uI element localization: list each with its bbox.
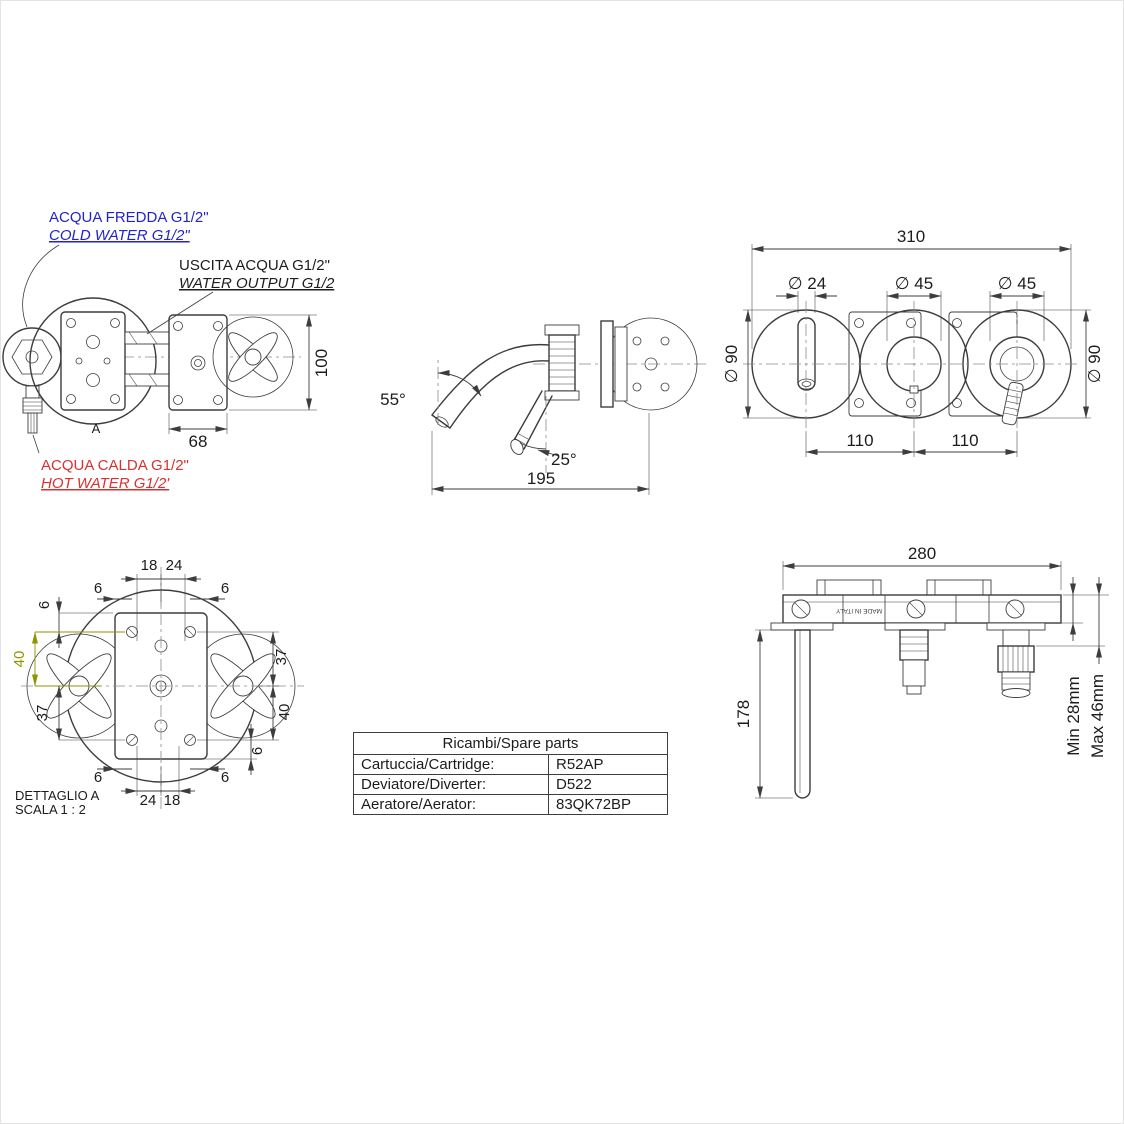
- dim-dia-90-right: ∅ 90: [1085, 345, 1104, 383]
- hose-fitting: [22, 385, 43, 434]
- label-hot-water-it: ACQUA CALDA G1/2": [41, 457, 189, 474]
- dim-40-right: 40: [276, 704, 293, 721]
- dim-100: 100: [312, 349, 331, 377]
- detail-scale: SCALA 1 : 2: [15, 802, 86, 817]
- view-detail-a: 18 24 6 6 6 40 37 37 40: [11, 557, 304, 817]
- spare-part-label: Cartuccia/Cartridge:: [354, 755, 549, 774]
- dim-68: 68: [189, 432, 208, 451]
- dim-angle-25: 25°: [551, 450, 577, 469]
- dim-dia-45-mid: ∅ 45: [895, 274, 933, 293]
- dim-top-18: 18: [141, 557, 158, 574]
- view-rough-in-front: 100 68 ACQUA FREDDA G1/2" COLD WATER G1/…: [2, 209, 335, 492]
- dim-six-top-right: 6: [221, 580, 229, 597]
- dim-280: 280: [908, 544, 936, 563]
- spare-part-value: D522: [556, 776, 592, 793]
- label-water-output-it: USCITA ACQUA G1/2": [179, 257, 330, 274]
- dim-six-left: 6: [36, 601, 53, 609]
- threaded-cartridge: [548, 334, 576, 392]
- table-row: Aeratore/Aerator: 83QK72BP: [354, 795, 667, 814]
- dim-bottom-24: 24: [140, 792, 157, 809]
- label-cold-water-en: COLD WATER G1/2": [49, 227, 190, 244]
- detail-marker-a: A: [92, 421, 101, 436]
- view-trim-front: 310 ∅ 24 ∅ 45 ∅ 45 ∅ 90 ∅ 90 110 110: [722, 227, 1104, 457]
- handle-stem: [1001, 381, 1024, 426]
- aerator-body: [997, 629, 1035, 698]
- dim-six-top-left: 6: [94, 580, 102, 597]
- spare-part-value: 83QK72BP: [556, 796, 632, 813]
- dim-wall-max: Max 46mm: [1088, 674, 1107, 758]
- dim-wall-min: Min 28mm: [1064, 676, 1083, 755]
- label-water-output-en: WATER OUTPUT G1/2: [179, 275, 335, 292]
- label-hot-water-en: HOT WATER G1/2': [41, 475, 170, 492]
- view-side-spout: 55° 25° 195: [380, 317, 707, 495]
- spare-part-label: Aeratore/Aerator:: [354, 795, 549, 814]
- cartridge-body: [899, 629, 929, 695]
- dim-top-24: 24: [166, 557, 183, 574]
- dim-angle-55: 55°: [380, 390, 406, 409]
- dim-dia-90-left: ∅ 90: [722, 345, 741, 383]
- dim-310: 310: [897, 227, 925, 246]
- dim-bottom-18: 18: [164, 792, 181, 809]
- dim-110-left: 110: [846, 431, 873, 450]
- label-cold-water-it: ACQUA FREDDA G1/2": [49, 209, 209, 226]
- dim-dia-24: ∅ 24: [788, 274, 826, 293]
- made-in-italy-text: MADE IN ITALY: [835, 607, 882, 614]
- spare-part-value: R52AP: [556, 756, 604, 773]
- dim-six-bottom-left: 6: [94, 769, 102, 786]
- dim-37-right: 37: [273, 649, 290, 666]
- view-installed-side: MADE IN ITALY: [734, 544, 1109, 799]
- spare-parts-table: Ricambi/Spare parts Cartuccia/Cartridge:…: [353, 732, 668, 815]
- dim-six-bottom-right: 6: [221, 769, 229, 786]
- dim-178: 178: [734, 700, 753, 728]
- table-row: Cartuccia/Cartridge: R52AP: [354, 755, 667, 775]
- dim-195: 195: [527, 469, 555, 488]
- cross-handle: [212, 316, 294, 398]
- detail-cross-handle-right: [190, 633, 296, 739]
- spare-part-label: Deviatore/Diverter:: [354, 775, 549, 794]
- dim-40-left: 40: [11, 651, 28, 668]
- spare-parts-header: Ricambi/Spare parts: [354, 733, 667, 755]
- dim-dia-45-right: ∅ 45: [998, 274, 1036, 293]
- dim-37-left: 37: [34, 705, 51, 722]
- detail-title: DETTAGLIO A: [15, 788, 100, 803]
- dim-110-right: 110: [951, 431, 978, 450]
- table-row: Deviatore/Diverter: D522: [354, 775, 667, 795]
- dim-six-right-vert: 6: [249, 747, 266, 755]
